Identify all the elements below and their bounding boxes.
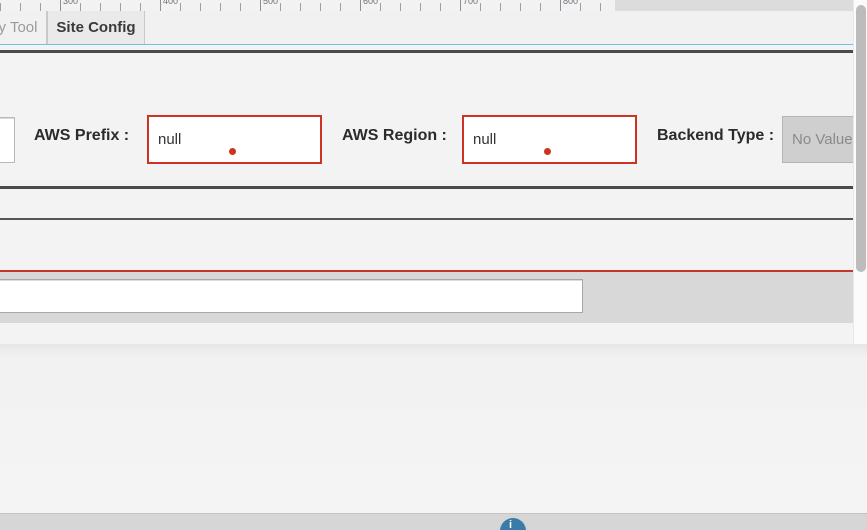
tab-y-tool[interactable]: y Tool [0,11,47,44]
separator-mid-1 [0,186,853,189]
ruler-label: 700 [463,0,479,6]
ruler-minor-tick [40,3,41,11]
aws-prefix-error-dot [229,148,236,155]
ruler-minor-tick [0,3,1,11]
backend-type-placeholder: No Value [792,131,853,148]
aws-prefix-input[interactable]: null [147,115,322,164]
ruler-minor-tick [220,3,221,11]
ruler-minor-tick [140,3,141,11]
ruler-label: 800 [563,0,579,6]
ruler-minor-tick [500,3,501,11]
info-circle-glyph: i [509,519,513,530]
ruler-minor-tick [300,3,301,11]
separator-red [0,270,853,272]
ruler-minor-tick [440,3,441,11]
ruler-minor-tick [80,3,81,11]
ruler-minor-tick [580,3,581,11]
ruler-minor-tick [340,3,341,11]
aws-region-label: AWS Region : [342,127,447,144]
ruler-minor-tick [240,3,241,11]
tab-bar: y Tool Site Config [0,11,867,45]
ruler-label: 300 [63,0,79,6]
ruler-minor-tick [180,3,181,11]
ruler-minor-tick [100,3,101,11]
ruler-minor-tick [540,3,541,11]
ruler-minor-tick [600,3,601,11]
aws-region-value: null [473,131,497,148]
tab-bar-filler [145,11,867,44]
ruler-major-tick [360,0,361,11]
backend-type-input: No Value [782,116,867,163]
status-bar [0,513,867,530]
ruler-minor-tick [120,3,121,11]
ruler-minor-tick [520,3,521,11]
ruler-major-tick [560,0,561,11]
aws-prefix-value: null [158,131,182,148]
tab-bar-underline [0,44,867,45]
info-circle-icon[interactable] [500,518,526,530]
separator-mid-2 [0,218,853,220]
ruler-minor-tick [320,3,321,11]
wide-text-input[interactable] [0,279,583,313]
vertical-scrollbar-track[interactable] [853,0,867,344]
left-partial-input[interactable] [0,117,15,163]
ruler-major-tick [160,0,161,11]
ruler-minor-tick [480,3,481,11]
ruler-label: 400 [163,0,179,6]
blank-row-2 [0,220,853,270]
aws-region-input[interactable]: null [462,115,637,164]
site-config-form: AWS Prefix : null AWS Region : null Back… [0,53,867,186]
lower-blank-row [0,323,853,345]
ruler-minor-tick [420,3,421,11]
ruler-minor-tick [20,3,21,11]
ruler-measured-region [0,0,615,11]
ruler-minor-tick [400,3,401,11]
vertical-scrollbar-thumb[interactable] [856,5,866,272]
lower-gradient-area [0,344,867,513]
ruler-major-tick [60,0,61,11]
ruler-minor-tick [380,3,381,11]
ruler-minor-tick [280,3,281,11]
backend-type-label: Backend Type : [657,127,775,144]
tab-site-config[interactable]: Site Config [47,11,145,44]
tab-site-config-label: Site Config [56,19,136,36]
tab-y-tool-label: y Tool [0,19,38,36]
aws-region-error-dot [544,148,551,155]
ruler-inactive-region [615,0,867,11]
blank-row-1 [0,189,853,218]
separator-top [0,50,853,53]
ruler-label: 600 [363,0,379,6]
horizontal-ruler: 300 400 500 600 700 800 [0,0,867,12]
ruler-major-tick [460,0,461,11]
aws-prefix-label: AWS Prefix : [34,127,130,144]
ruler-minor-tick [200,3,201,11]
ruler-label: 500 [263,0,279,6]
ruler-major-tick [260,0,261,11]
